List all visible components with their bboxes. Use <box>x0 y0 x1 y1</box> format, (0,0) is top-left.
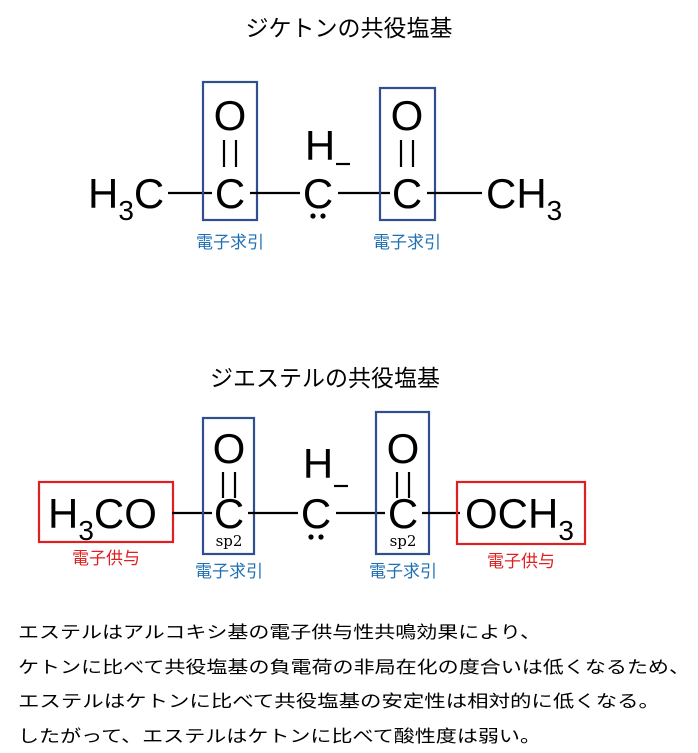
diester-center-hydrogen: H <box>303 440 333 487</box>
diketone-section: ジケトンの共役塩基 H3C O C H C O C CH3 電子求引 電子求引 <box>88 16 562 253</box>
explanation-line-3: エステルはケトンに比べて共役塩基の安定性は相対的に低くなる。 <box>18 692 660 712</box>
diketone-carbonyl-box-left <box>201 80 259 222</box>
diketone-left-methyl: H3C <box>88 170 164 226</box>
diester-donor-label-right: 電子供与 <box>487 552 555 572</box>
explanation-line-2: ケトンに比べて共役塩基の負電荷の非局在化の度合いは低くなるため、 <box>18 658 690 678</box>
diketone-title: ジケトンの共役塩基 <box>246 16 453 42</box>
diketone-label-left: 電子求引 <box>196 233 264 253</box>
diester-carbon-right: C <box>388 490 418 537</box>
diester-donor-box-right <box>455 480 587 546</box>
lone-pair-dot-2 <box>320 213 326 219</box>
diester-section: ジエステルの共役塩基 H3CO O C sp2 H C O C sp2 OCH3 <box>37 366 587 582</box>
ester-lone-pair-dot-1 <box>308 534 314 540</box>
diketone-oxygen-left: O <box>214 92 247 139</box>
explanation-line-1: エステルはアルコキシ基の電子供与性共鳴効果により、 <box>18 623 541 643</box>
diketone-oxygen-right: O <box>391 92 424 139</box>
diester-carbonyl-box-right <box>374 410 431 556</box>
explanation-text: エステルはアルコキシ基の電子供与性共鳴効果により、 ケトンに比べて共役塩基の負電… <box>18 623 690 747</box>
diester-label-left: 電子求引 <box>195 562 263 582</box>
diester-right-methoxy: OCH3 <box>465 490 574 546</box>
diester-center-carbon: C <box>301 490 331 537</box>
diketone-center-carbon: C <box>303 170 333 217</box>
diester-carbonyl-box-left <box>201 416 256 556</box>
lone-pair-dot-1 <box>310 213 316 219</box>
diester-title: ジエステルの共役塩基 <box>210 366 440 392</box>
diketone-right-methyl: CH3 <box>486 170 562 226</box>
hybrid-label-right: sp2 <box>390 532 417 550</box>
diester-donor-label-left: 電子供与 <box>72 549 140 569</box>
diketone-center-hydrogen: H <box>305 122 335 169</box>
diester-label-right: 電子求引 <box>369 562 437 582</box>
diketone-label-right: 電子求引 <box>373 233 441 253</box>
diketone-carbon-right: C <box>392 170 422 217</box>
hybrid-label-left: sp2 <box>216 532 243 550</box>
diketone-carbon-left: C <box>215 170 245 217</box>
explanation-line-4: したがって、エステルはケトンに比べて酸性度は弱い。 <box>18 727 541 747</box>
diester-oxygen-left: O <box>213 425 246 472</box>
diester-oxygen-right: O <box>387 425 420 472</box>
diketone-carbonyl-box-right <box>378 86 437 222</box>
diester-left-methoxy: H3CO <box>48 490 157 546</box>
ester-lone-pair-dot-2 <box>318 534 324 540</box>
diester-carbon-left: C <box>214 490 244 537</box>
